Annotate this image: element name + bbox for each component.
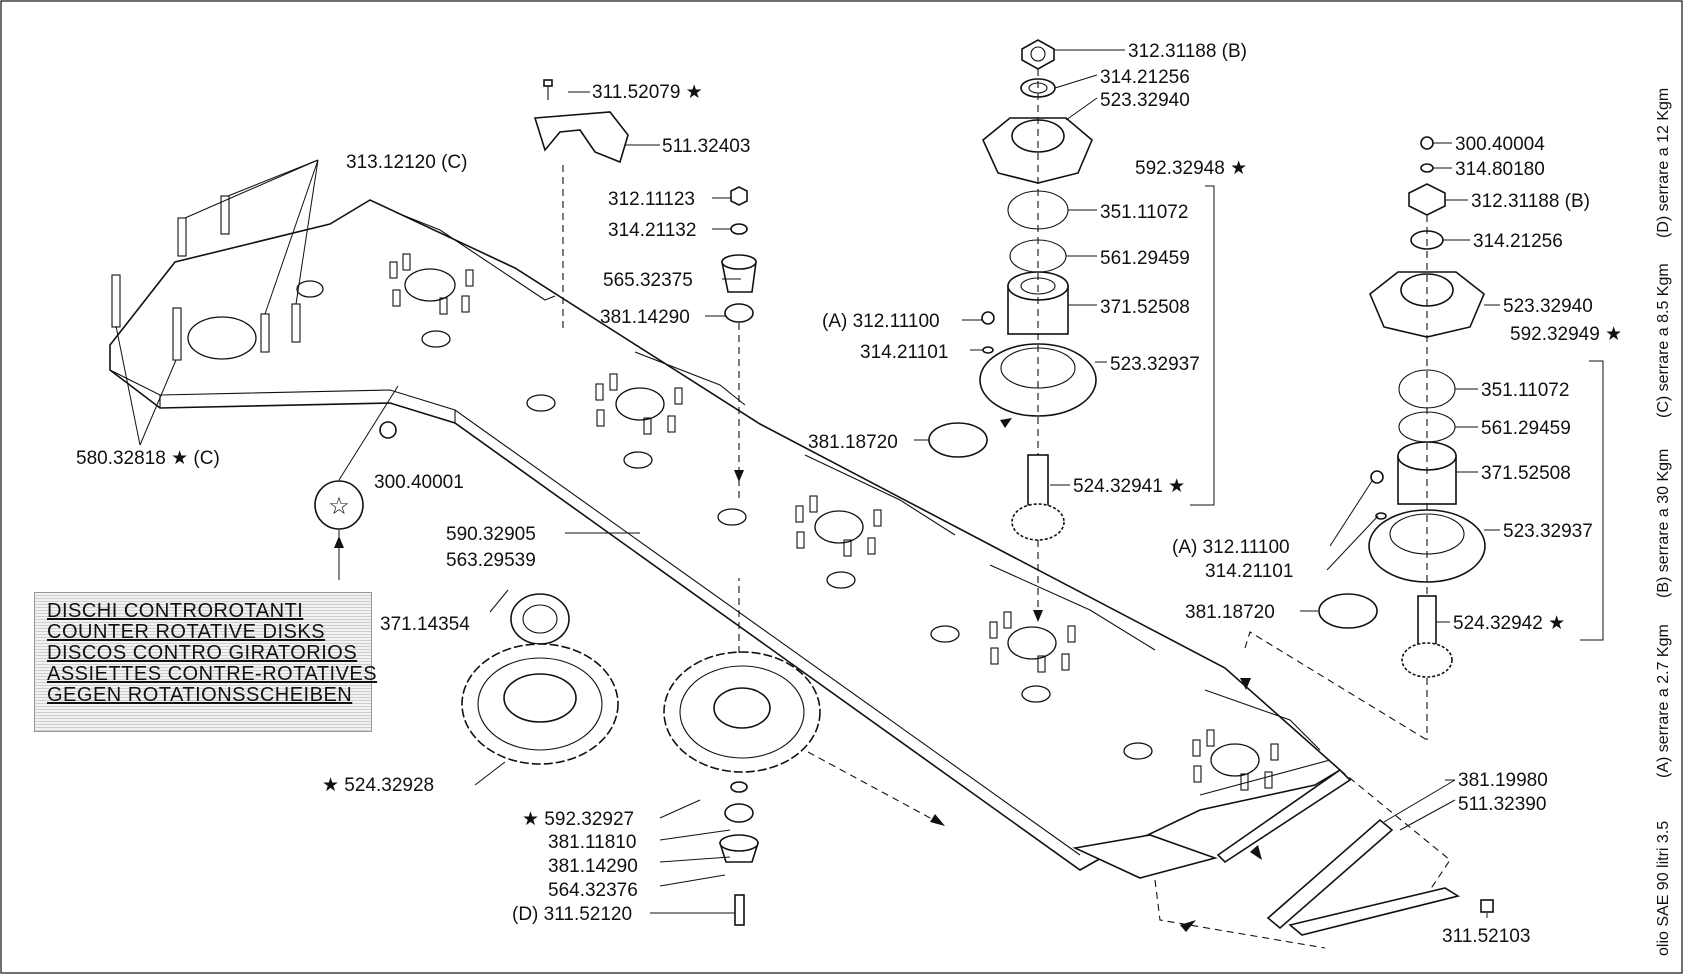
label-381-14290-b: 381.14290	[548, 856, 638, 877]
label-312-11100-b: (A) 312.11100	[1172, 537, 1290, 558]
label-312-31188-a: 312.31188 (B)	[1128, 41, 1247, 62]
label-312-11123: 312.11123	[608, 189, 695, 210]
torque-c: (C) serrare a 8.5 Kgm	[1655, 263, 1672, 418]
label-314-21101-b: 314.21101	[1205, 561, 1293, 582]
legend-line-de: GEGEN ROTATIONSSCHEIBEN	[47, 684, 353, 706]
label-524-32942: 524.32942 ★	[1453, 613, 1565, 634]
right-disk-assembly	[1240, 136, 1486, 741]
label-511-32390: 511.32390	[1458, 794, 1546, 815]
middle-disk-assembly	[928, 39, 1097, 622]
torque-oil: olio SAE 90 litri 3.5	[1655, 821, 1672, 956]
label-381-14290-a: 381.14290	[600, 307, 690, 328]
label-300-40001: 300.40001	[374, 472, 464, 493]
legend-line-es: DISCOS CONTRO GIRATORIOS	[47, 642, 358, 664]
label-523-32937-a: 523.32937	[1110, 354, 1200, 375]
part-labels: 313.12120 (C) 580.32818 ★ (C) 300.40001 …	[76, 41, 1622, 947]
label-561-29459-a: 561.29459	[1100, 248, 1190, 269]
label-590-32905: 590.32905	[446, 524, 536, 545]
label-565-32375: 565.32375	[603, 270, 693, 291]
center-shaft-parts	[533, 79, 757, 500]
label-312-11100-a: (A) 312.11100	[822, 311, 940, 332]
label-561-29459-b: 561.29459	[1481, 418, 1571, 439]
label-371-52508-a: 371.52508	[1100, 297, 1190, 318]
legend-line-en: COUNTER ROTATIVE DISKS	[47, 621, 326, 643]
label-592-32948: 592.32948 ★	[1135, 158, 1247, 179]
leader-lines	[115, 49, 1604, 918]
label-311-52079: 311.52079 ★	[592, 82, 703, 103]
label-371-14354: 371.14354	[380, 614, 470, 635]
label-523-32940-b: 523.32940	[1503, 296, 1593, 317]
label-381-18720-a: 381.18720	[808, 432, 898, 453]
label-511-32403: 511.32403	[662, 136, 750, 157]
label-313-12120: 313.12120 (C)	[346, 152, 467, 173]
gear-left	[461, 593, 619, 765]
label-351-11072-b: 351.11072	[1481, 380, 1569, 401]
label-300-40004: 300.40004	[1455, 134, 1545, 155]
legend-box: DISCHI CONTROROTANTI COUNTER ROTATIVE DI…	[34, 592, 378, 732]
label-351-11072-a: 351.11072	[1100, 202, 1188, 223]
link-parts	[1154, 769, 1494, 949]
label-314-21256-a: 314.21256	[1100, 67, 1190, 88]
label-314-21132: 314.21132	[608, 220, 696, 241]
label-311-52103: 311.52103	[1442, 926, 1530, 947]
legend-line-it: DISCHI CONTROROTANTI	[47, 600, 304, 622]
gearbox-housing	[109, 199, 1352, 879]
legend-line-fr: ASSIETTES CONTRE-ROTATIVES	[47, 663, 378, 685]
label-381-18720-b: 381.18720	[1185, 602, 1275, 623]
label-524-32941: 524.32941 ★	[1073, 476, 1185, 497]
label-524-32928: ★ 524.32928	[322, 775, 434, 796]
label-381-11810: 381.11810	[548, 832, 636, 853]
label-592-32949: 592.32949 ★	[1510, 324, 1622, 345]
star-marker: ☆	[314, 385, 399, 580]
label-371-52508-b: 371.52508	[1481, 463, 1571, 484]
svg-text:☆: ☆	[328, 493, 350, 520]
label-314-21101-a: 314.21101	[860, 342, 948, 363]
label-523-32940-a: 523.32940	[1100, 90, 1190, 111]
label-523-32937-b: 523.32937	[1503, 521, 1593, 542]
label-564-32376: 564.32376	[548, 880, 638, 901]
torque-a: (A) serrare a 2.7 Kgm	[1655, 624, 1672, 778]
torque-d: (D) serrare a 12 Kgm	[1655, 88, 1672, 238]
label-580-32818: 580.32818 ★ (C)	[76, 448, 220, 469]
label-312-31188-b: 312.31188 (B)	[1471, 191, 1590, 212]
label-314-21256-b: 314.21256	[1473, 231, 1563, 252]
label-311-52120: (D) 311.52120	[512, 904, 632, 925]
label-563-29539: 563.29539	[446, 550, 536, 571]
gear-right	[663, 578, 946, 926]
torque-b: (B) serrare a 30 Kgm	[1655, 449, 1672, 598]
label-381-19980: 381.19980	[1458, 770, 1548, 791]
label-592-32927: ★ 592.32927	[522, 809, 634, 830]
torque-notes: olio SAE 90 litri 3.5 (A) serrare a 2.7 …	[1655, 88, 1672, 956]
label-314-80180: 314.80180	[1455, 159, 1545, 180]
